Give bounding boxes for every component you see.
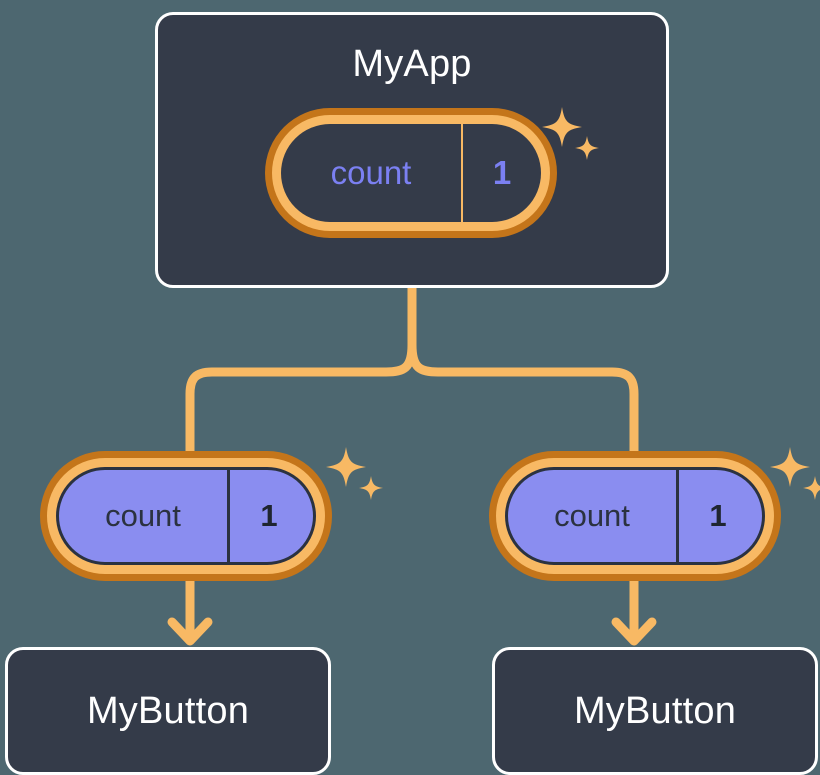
state-pill-body: count 1 <box>281 124 541 222</box>
state-name-myapp: count <box>330 154 412 191</box>
sparkle-large-icon <box>326 447 366 487</box>
state-pill-body: count 1 <box>56 467 316 565</box>
arrow-head-right-icon <box>611 617 657 646</box>
state-pill-child-right[interactable]: count 1 <box>489 451 781 581</box>
state-value-myapp: 1 <box>461 124 541 222</box>
sparkle-large-icon <box>770 447 810 487</box>
state-value-child-right: 1 <box>676 470 757 562</box>
state-name-child-right: count <box>554 498 630 533</box>
state-pill-ring: count 1 <box>496 458 774 574</box>
state-pill-ring: count 1 <box>47 458 325 574</box>
component-label-mybutton-right: MyButton <box>573 689 737 732</box>
state-pill-body: count 1 <box>505 467 765 565</box>
component-node-mybutton-left[interactable]: MyButton <box>5 647 331 775</box>
state-pill-child-left[interactable]: count 1 <box>40 451 332 581</box>
state-value-child-left: 1 <box>227 470 308 562</box>
state-pill-myapp[interactable]: count 1 <box>265 108 557 238</box>
state-name-child-left: count <box>105 498 181 533</box>
sparkle-small-icon <box>803 476 820 500</box>
connector-branch-right <box>407 340 639 457</box>
sparkle-small-icon <box>359 476 383 500</box>
state-pill-ring: count 1 <box>272 115 550 231</box>
component-node-mybutton-right[interactable]: MyButton <box>492 647 818 775</box>
connector-branch-left <box>185 340 417 457</box>
component-label-myapp: MyApp <box>352 43 472 85</box>
arrow-head-left-icon <box>167 617 213 646</box>
component-label-mybutton-left: MyButton <box>86 689 250 732</box>
